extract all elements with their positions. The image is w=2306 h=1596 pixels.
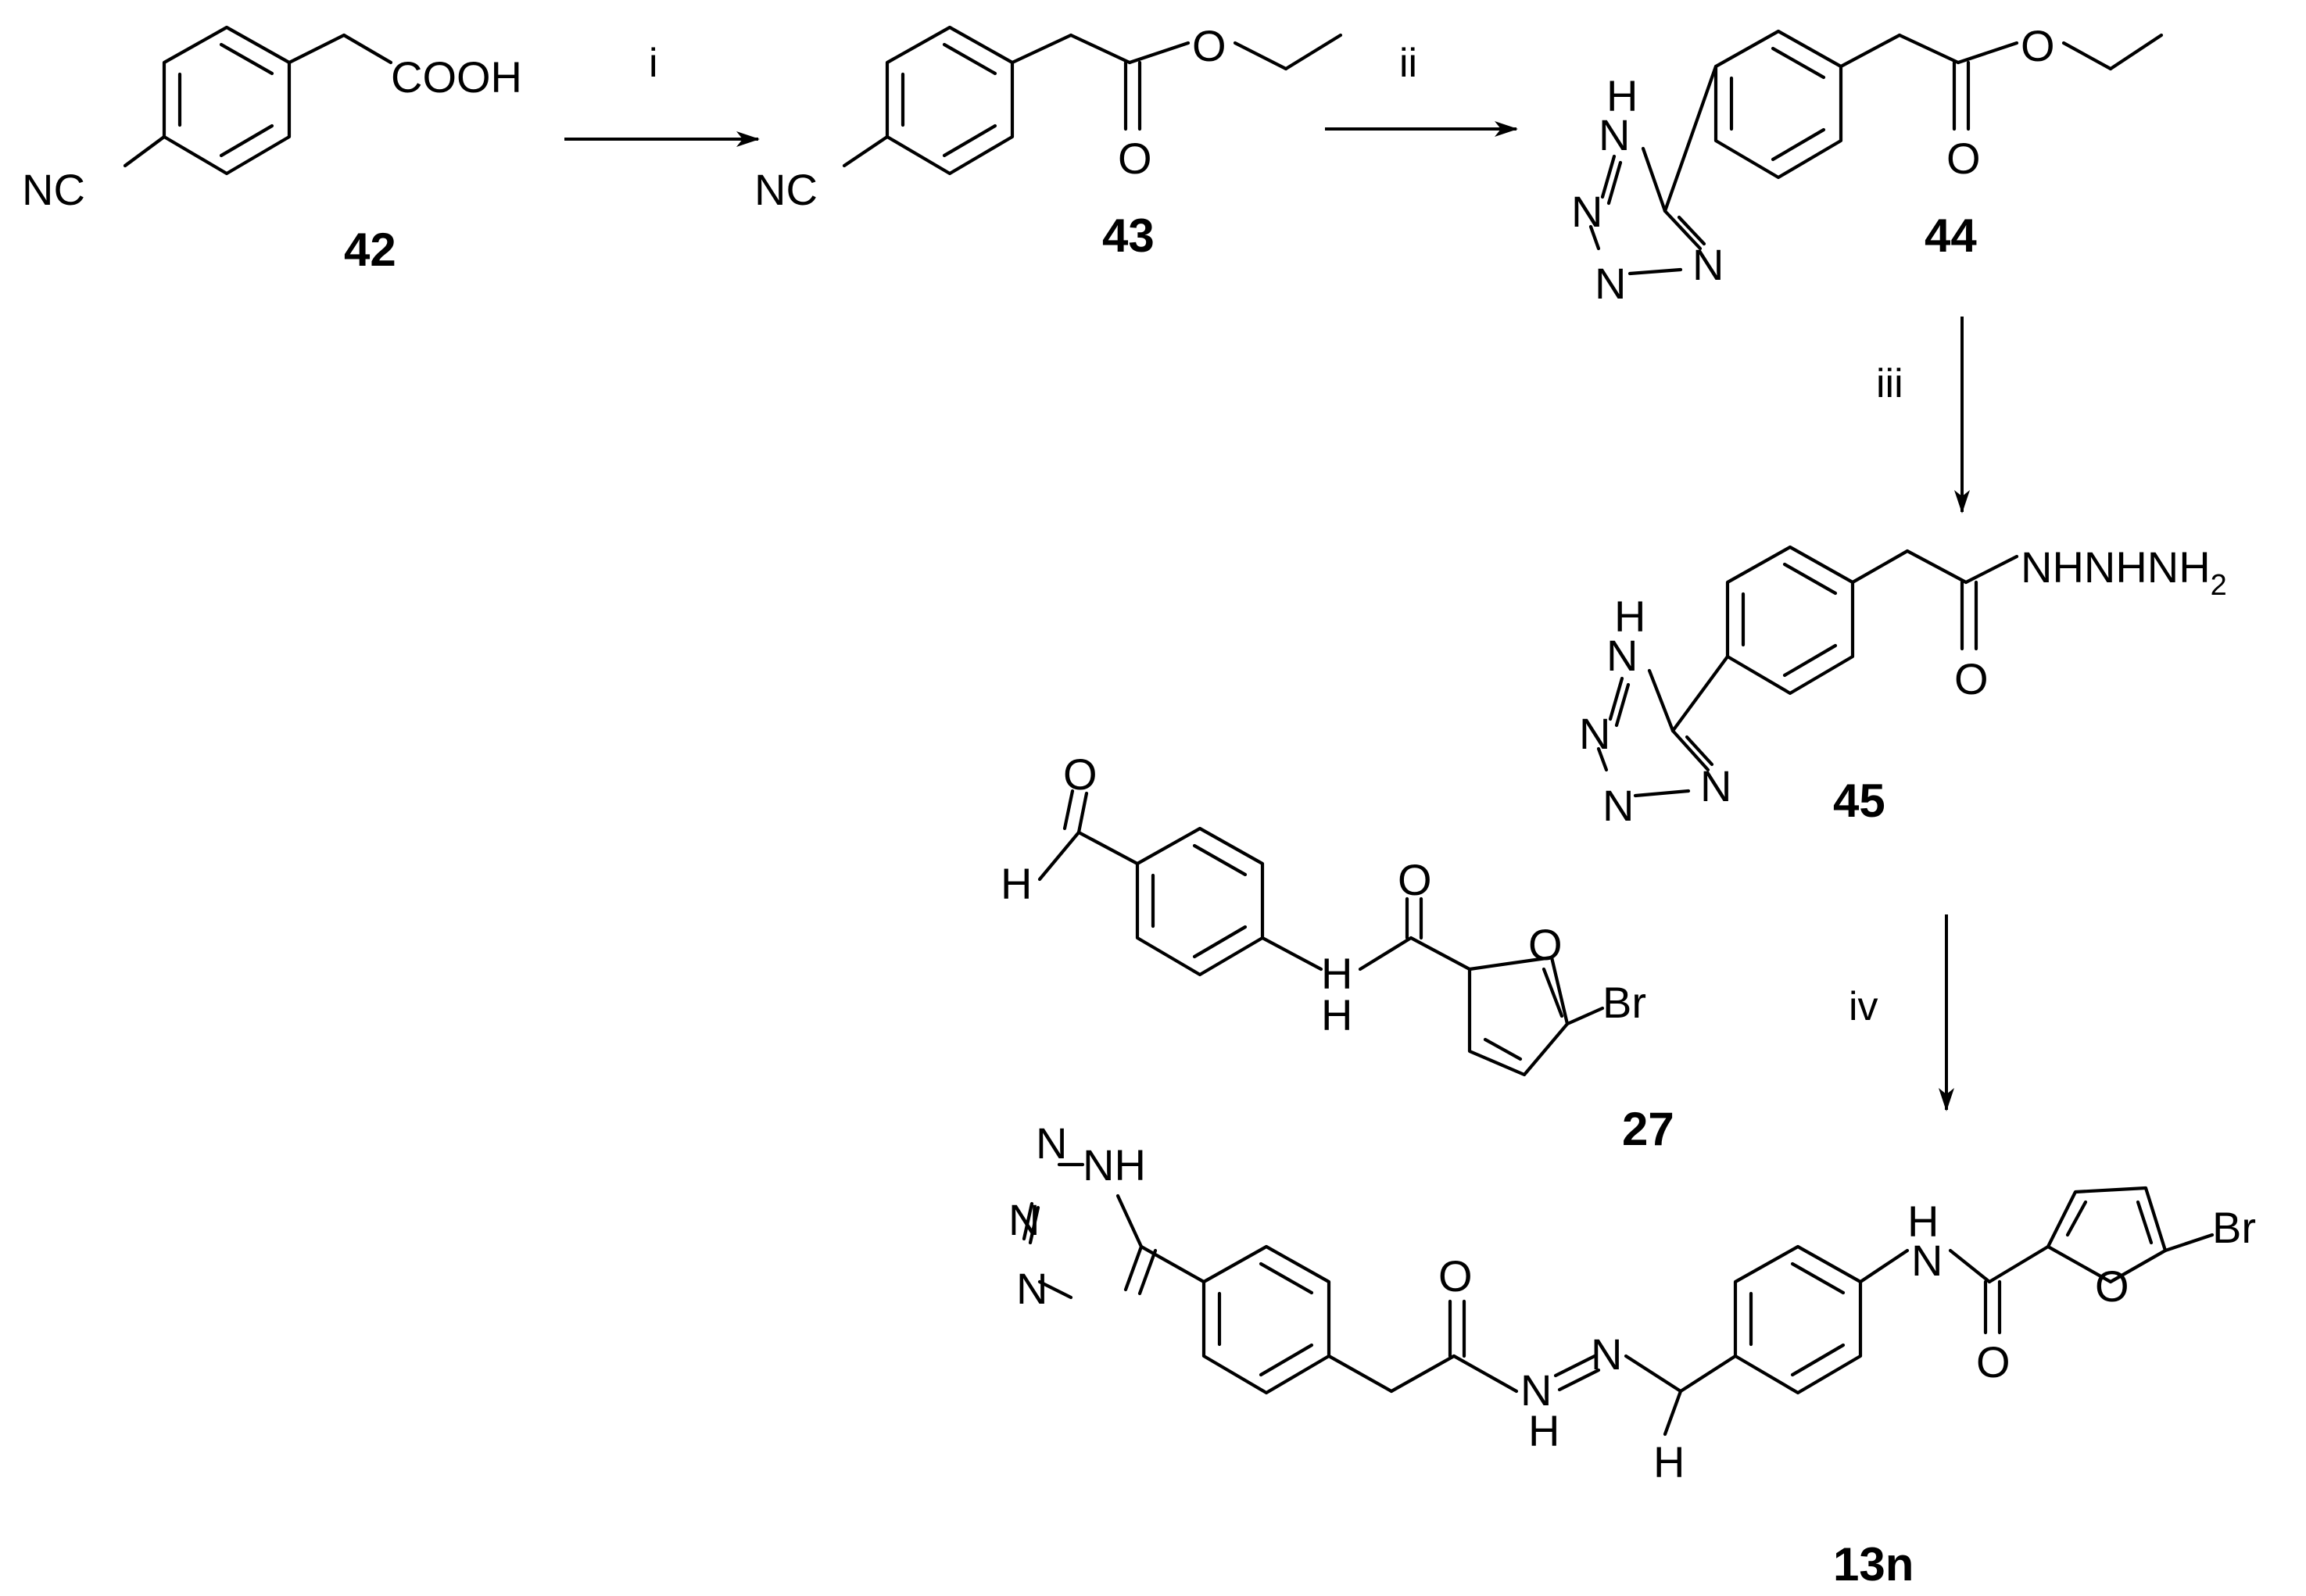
step-label-iv: iv: [1849, 984, 1878, 1029]
carbonyl-o-label: O: [1954, 654, 1989, 703]
bromo-label: Br: [1602, 978, 1646, 1027]
methine-h-label: H: [1653, 1437, 1685, 1487]
compound-label-42: 42: [344, 224, 396, 276]
amide-h-label: H: [1907, 1197, 1939, 1246]
step-label-i: i: [649, 41, 658, 86]
aldehyde-o-label: O: [1063, 750, 1097, 799]
carbonyl-o-label: O: [1946, 134, 1981, 183]
aldehyde-h-label: H: [1001, 859, 1032, 908]
hydrazone-n-label: N: [1520, 1365, 1552, 1415]
compound-label-45: 45: [1833, 775, 1885, 827]
ester-o-label: O: [1192, 21, 1226, 70]
imine-n-label: N: [1591, 1329, 1622, 1379]
subscript-2: 2: [2211, 569, 2227, 602]
carbonyl-o-label: O: [1398, 855, 1432, 904]
nitrile-label: NC: [754, 165, 818, 214]
tetrazole-n-label: N: [1602, 781, 1634, 830]
tetrazole-n-label: N: [1008, 1195, 1040, 1244]
carbonyl-o-label: O: [1118, 134, 1152, 183]
hydrazone-h-label: H: [1528, 1406, 1559, 1455]
compound-44-structure: N H N N N O O: [1571, 21, 2164, 308]
hydrazide-label: NHNHNH2: [2021, 542, 2227, 602]
n-atom: N: [2147, 542, 2179, 592]
furan-o-label: O: [1528, 920, 1563, 969]
nitrile-label: NC: [22, 165, 85, 214]
compound-43-structure: O O NC: [754, 21, 1343, 214]
step-label-ii: ii: [1399, 41, 1417, 86]
amide-nh-label: H: [1321, 949, 1352, 998]
tetrazole-n-label: N: [1692, 240, 1724, 289]
tetrazole-h-label: H: [1606, 71, 1638, 120]
tetrazole-n-label: N: [1036, 1118, 1067, 1168]
h-atom: H: [2179, 542, 2210, 592]
compound-13n-structure: N NH N N O N H N H: [1008, 1118, 2256, 1487]
compound-label-44: 44: [1925, 209, 1977, 262]
compound-label-13n: 13n: [1833, 1538, 1914, 1591]
tetrazole-n-label: N: [1016, 1264, 1047, 1313]
tetrazole-n-label: N: [1700, 761, 1731, 811]
tetrazole-h-label: H: [1614, 592, 1645, 641]
n-atom: N: [1599, 110, 1630, 159]
tetrazole-n-label: N: [1579, 709, 1610, 758]
tetrazole-n-label: N: [1571, 187, 1602, 236]
step-label-iii: iii: [1876, 361, 1903, 406]
nhnh-text: NHNH: [2021, 542, 2147, 592]
compound-label-27: 27: [1622, 1103, 1674, 1155]
compound-42-structure: COOH NC: [22, 25, 522, 214]
tetrazole-n-label: N: [1595, 259, 1626, 308]
furan-o-label: O: [2095, 1261, 2129, 1311]
tetrazole-nh-label: N: [1599, 110, 1630, 159]
compound-label-43: 43: [1102, 209, 1155, 262]
compound-45-structure: N H N N N NHNHNH2 O: [1579, 542, 2227, 830]
cooh-label: COOH: [391, 52, 522, 102]
bromo-label: Br: [2212, 1203, 2256, 1252]
ester-o-label: O: [2021, 21, 2055, 70]
compound-27-structure: O H H H O O Br: [1001, 750, 1646, 1077]
tetrazole-nh-label: NH: [1083, 1140, 1146, 1190]
carbonyl-o-label: O: [1438, 1251, 1473, 1301]
amide-n-label: N: [1911, 1236, 1943, 1285]
amide-h-label: H: [1321, 990, 1352, 1040]
amide-carbonyl-o-label: O: [1976, 1337, 2011, 1387]
tetrazole-nh-label: N: [1606, 631, 1638, 680]
